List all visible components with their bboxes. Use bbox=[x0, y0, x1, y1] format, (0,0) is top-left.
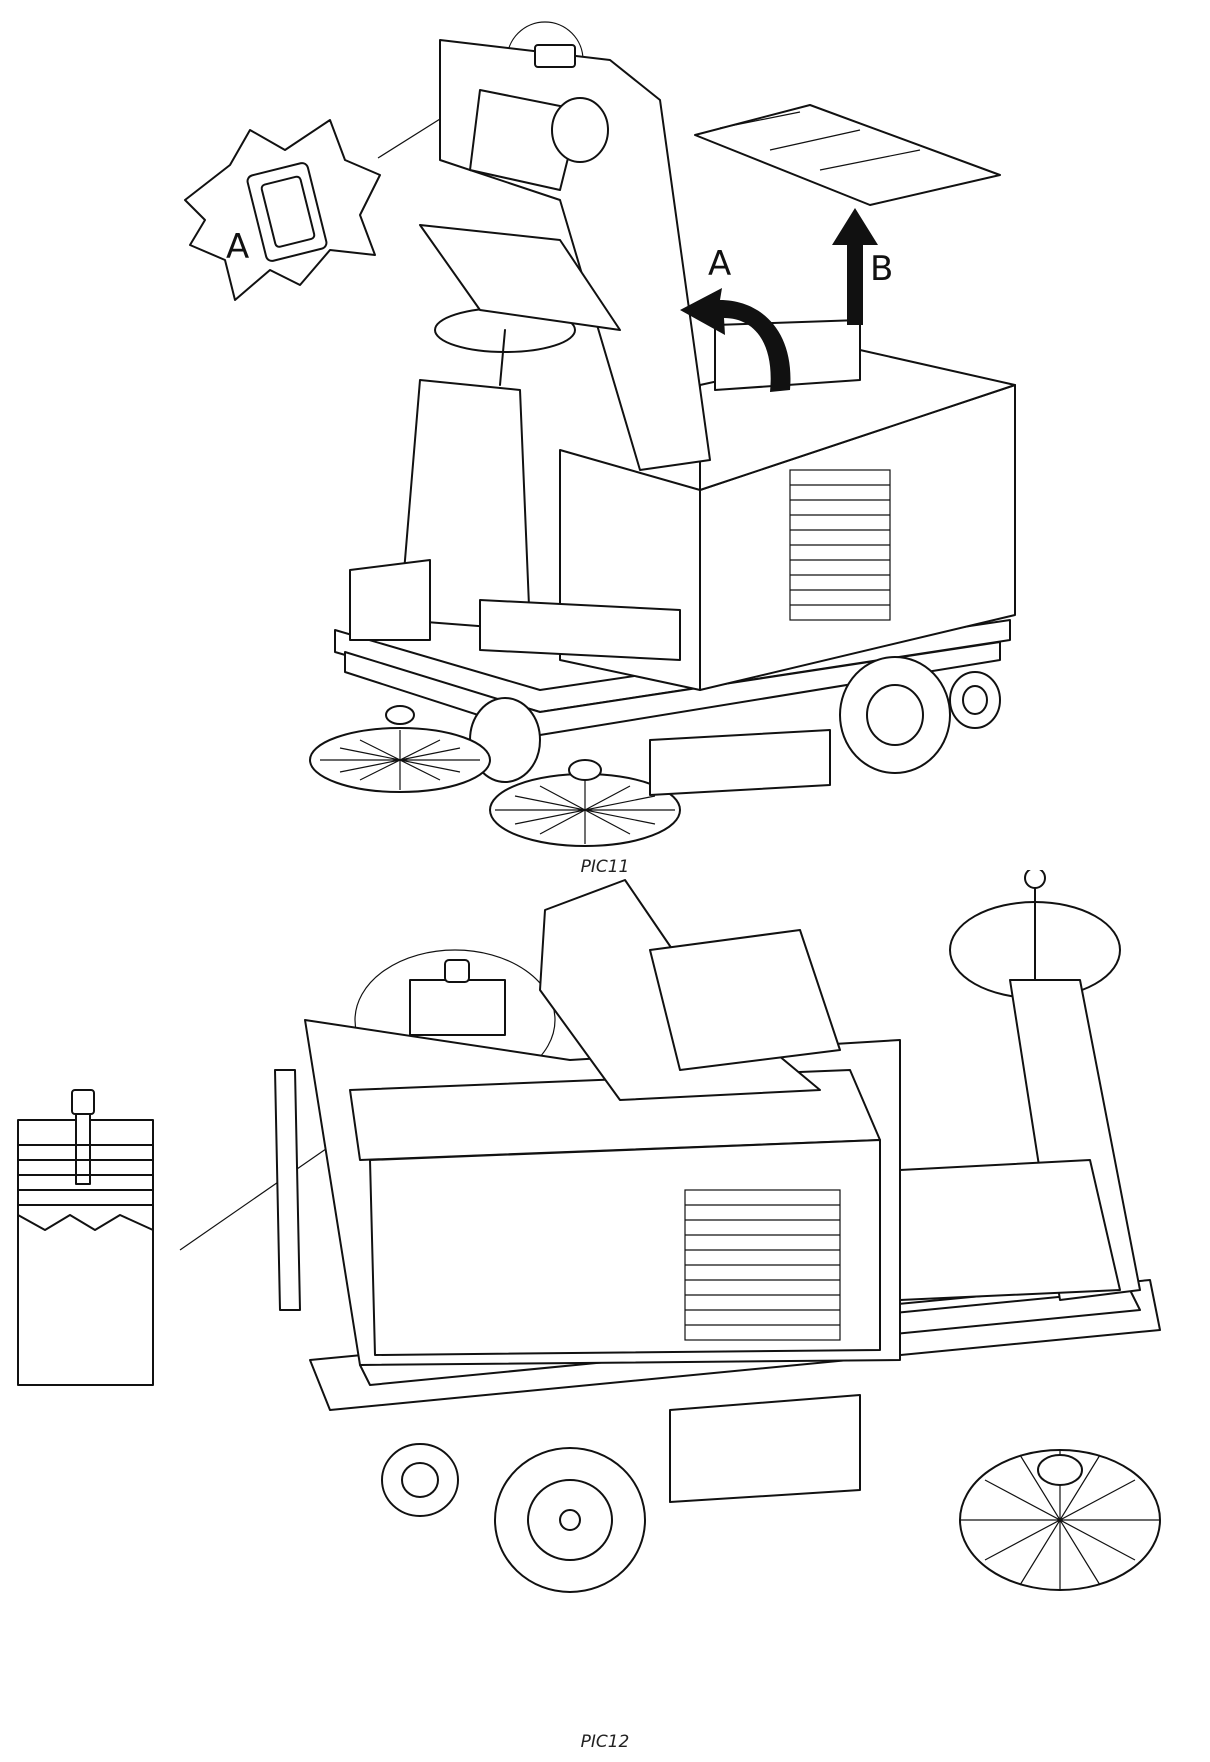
arrow-b-label: B bbox=[870, 249, 893, 289]
side-brushes bbox=[309, 705, 681, 847]
sweeper-machine-side bbox=[274, 870, 1161, 1593]
sweeper-machine-rear bbox=[309, 39, 1016, 847]
caption-pic12: PIC12 bbox=[580, 1732, 630, 1752]
arrow-b: B bbox=[832, 208, 893, 325]
tank-detail-inset bbox=[17, 949, 556, 1386]
figure-pic11: A bbox=[0, 0, 1210, 877]
detail-label-a: A bbox=[226, 227, 249, 267]
arrow-a-label: A bbox=[708, 244, 731, 284]
side-vent-grille bbox=[684, 1189, 841, 1341]
top-cover-panel bbox=[694, 104, 1001, 206]
side-wheels bbox=[381, 1443, 646, 1593]
sweeper-rear-view-drawing: A bbox=[184, 21, 1016, 847]
figure-pic12: PIC12 bbox=[0, 870, 1210, 1762]
vent-grille bbox=[789, 469, 891, 621]
sweeper-side-view-drawing bbox=[17, 870, 1161, 1593]
rear-wheels bbox=[469, 656, 1001, 783]
caption-pic11: PIC11 bbox=[580, 857, 630, 877]
arrow-a: A bbox=[680, 244, 791, 392]
front-side-brush bbox=[959, 1449, 1161, 1591]
